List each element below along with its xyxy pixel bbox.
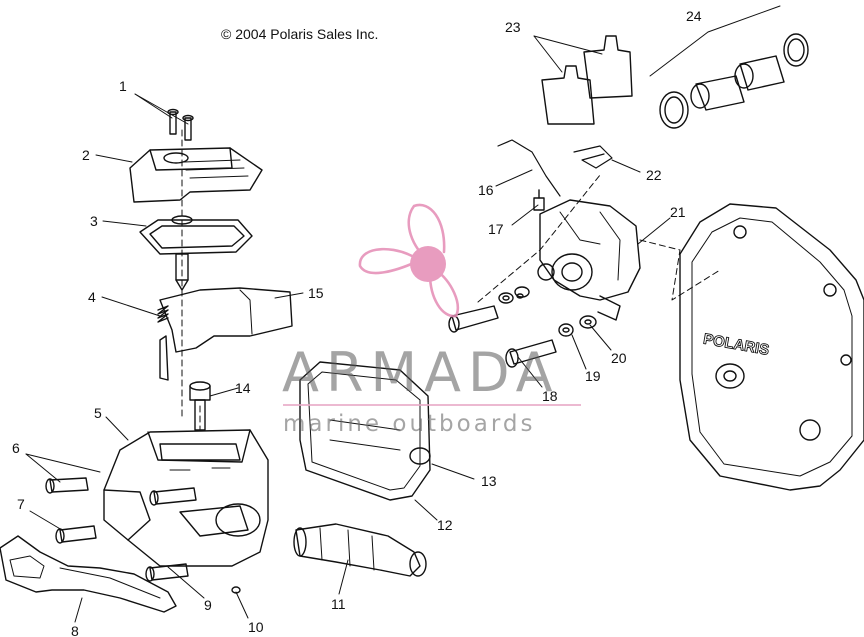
- callout-7: 7: [17, 496, 25, 512]
- part-6-bolts: [45, 477, 197, 506]
- leader-lines: [25, 5, 781, 623]
- watermark-subtitle: marine outboards: [283, 411, 536, 437]
- part-10-washer: [231, 586, 241, 594]
- part-8-hand-lever: [0, 535, 177, 613]
- callout-14: 14: [235, 380, 251, 396]
- part-9-bolt: [145, 563, 189, 582]
- callout-19: 19: [585, 368, 601, 384]
- part-16-brake-line: [497, 139, 561, 197]
- callout-21: 21: [670, 204, 686, 220]
- part-7-bolt: [55, 525, 97, 544]
- part-21-caliper: [537, 199, 641, 321]
- callout-18: 18: [542, 388, 558, 404]
- chaincase-housing: [679, 203, 864, 491]
- part-15-lever: [159, 287, 293, 381]
- watermark-divider: [283, 404, 581, 406]
- part-19-20-washers: [498, 286, 597, 337]
- copyright-notice: © 2004 Polaris Sales Inc.: [221, 26, 379, 42]
- callout-4: 4: [88, 289, 96, 305]
- callout-8: 8: [71, 623, 79, 637]
- part-4-spring: [157, 305, 169, 323]
- callout-22: 22: [646, 167, 662, 183]
- part-17-bleeder: [533, 189, 545, 211]
- part-18-bolts: [448, 305, 557, 368]
- callout-2: 2: [82, 147, 90, 163]
- watermark-propeller-icon: [358, 203, 459, 318]
- housing-brand-text: POLARIS: [702, 331, 771, 359]
- part-11-piston: [293, 523, 427, 577]
- part-3-diaphragm: [139, 215, 253, 291]
- part-14-pin: [189, 381, 211, 431]
- callout-17: 17: [488, 221, 504, 237]
- part-5-master-cylinder: [103, 429, 269, 567]
- callout-13: 13: [481, 473, 497, 489]
- callout-1: 1: [119, 78, 127, 94]
- callout-24: 24: [686, 8, 702, 24]
- callout-11: 11: [331, 596, 346, 612]
- part-23-brake-pads: [541, 35, 633, 125]
- callout-9: 9: [204, 597, 212, 613]
- callout-16: 16: [478, 182, 494, 198]
- callout-20: 20: [611, 350, 627, 366]
- callout-3: 3: [90, 213, 98, 229]
- callout-12: 12: [437, 517, 453, 533]
- part-1-screws: [167, 108, 194, 141]
- callout-10: 10: [248, 619, 264, 635]
- part-24-rollers: [659, 33, 809, 129]
- callout-6: 6: [12, 440, 20, 456]
- watermark-title: ARMADA: [282, 341, 560, 404]
- callout-15: 15: [308, 285, 324, 301]
- part-2-reservoir-cover: [129, 147, 263, 203]
- callout-5: 5: [94, 405, 102, 421]
- part-12-13-cover: [299, 361, 431, 501]
- part-22-clip: [573, 145, 613, 169]
- callout-23: 23: [505, 19, 521, 35]
